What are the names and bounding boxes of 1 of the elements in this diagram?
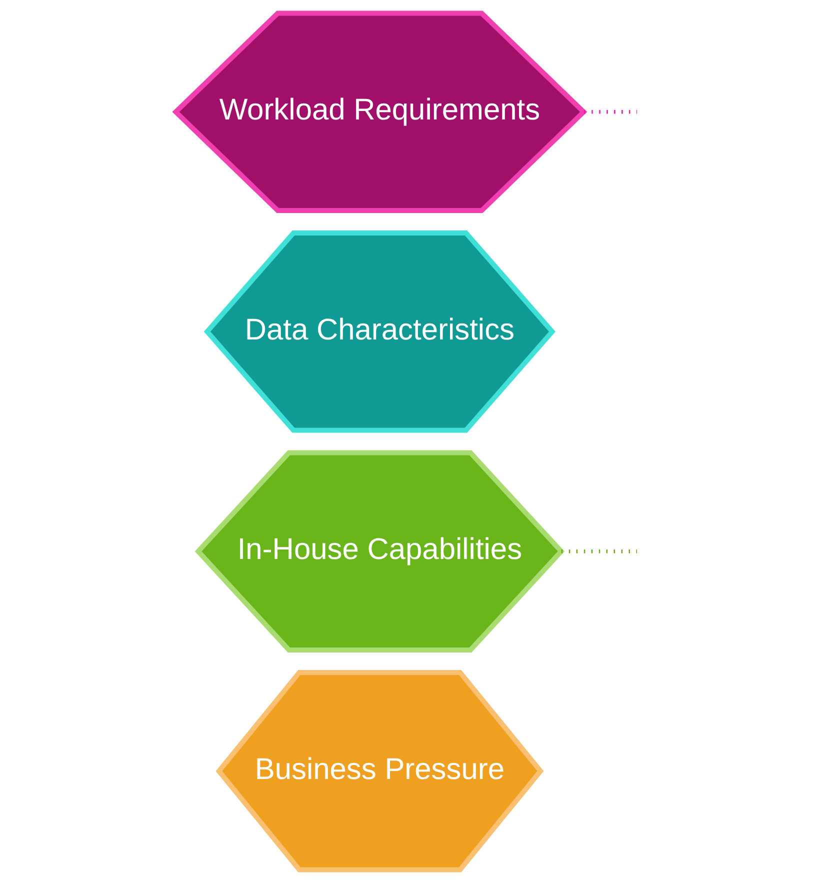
connector [561,550,638,554]
